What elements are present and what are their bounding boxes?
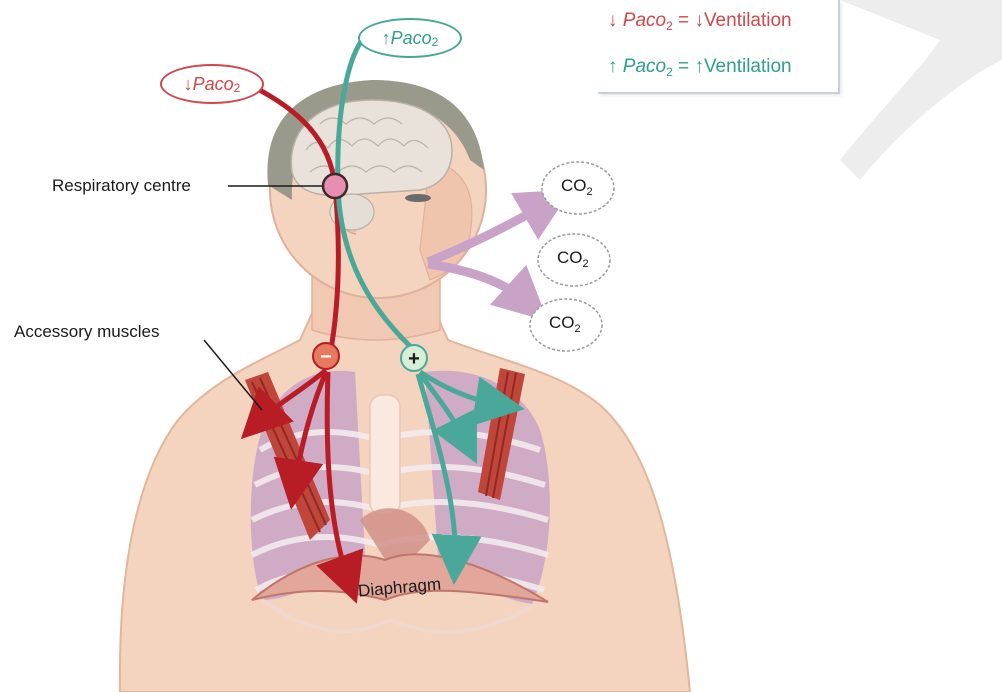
stimulate-badge: + [401, 345, 427, 371]
legend-subscript: 2 [666, 65, 673, 79]
co2-label: CO2 [549, 313, 581, 333]
sternum [370, 395, 400, 515]
plus-sign: + [408, 348, 420, 370]
down-arrow-icon: ↓ [694, 10, 704, 31]
down-arrow-icon: ↓ [608, 10, 618, 31]
co2-subscript: 2 [575, 323, 581, 335]
up-arrow-icon: ↑ [694, 56, 704, 77]
respiratory-centre-node [323, 174, 347, 198]
co2-main: CO [557, 248, 583, 267]
legend-text: Ventilation [704, 10, 792, 31]
respiratory-centre-label: Respiratory centre [52, 176, 191, 196]
bubble-subscript: 2 [234, 81, 241, 95]
co2-label: CO2 [561, 176, 593, 196]
co2-main: CO [561, 176, 587, 195]
corner-decoration [840, 0, 1002, 190]
minus-sign: − [320, 346, 332, 368]
bubble-term: Paco [391, 28, 432, 49]
bubble-subscript: 2 [432, 35, 439, 49]
inhibit-badge: − [313, 343, 339, 369]
legend-equals: = [673, 56, 695, 77]
legend-term: Paco [623, 10, 666, 31]
accessory-muscles-label: Accessory muscles [14, 322, 159, 342]
legend-row-increase: ↑ Paco2 = ↑Ventilation [608, 56, 792, 78]
legend-box: ↓ Paco2 = ↓Ventilation ↑ Paco2 = ↑Ventil… [598, 0, 840, 94]
legend-row-decrease: ↓ Paco2 = ↓Ventilation [608, 10, 792, 32]
up-arrow-icon: ↑ [608, 56, 618, 77]
bubble-term: Paco [193, 74, 234, 95]
co2-label: CO2 [557, 248, 589, 268]
exhale-arrow-lower [428, 264, 528, 303]
down-arrow-icon: ↓ [184, 74, 193, 95]
legend-text: Ventilation [704, 56, 792, 77]
co2-main: CO [549, 313, 575, 332]
legend-equals: = [673, 10, 695, 31]
legend-subscript: 2 [666, 19, 673, 33]
co2-subscript: 2 [587, 186, 593, 198]
co2-subscript: 2 [583, 258, 589, 270]
eye [405, 194, 431, 202]
legend-term: Paco [623, 56, 666, 77]
up-arrow-icon: ↑ [382, 28, 391, 49]
